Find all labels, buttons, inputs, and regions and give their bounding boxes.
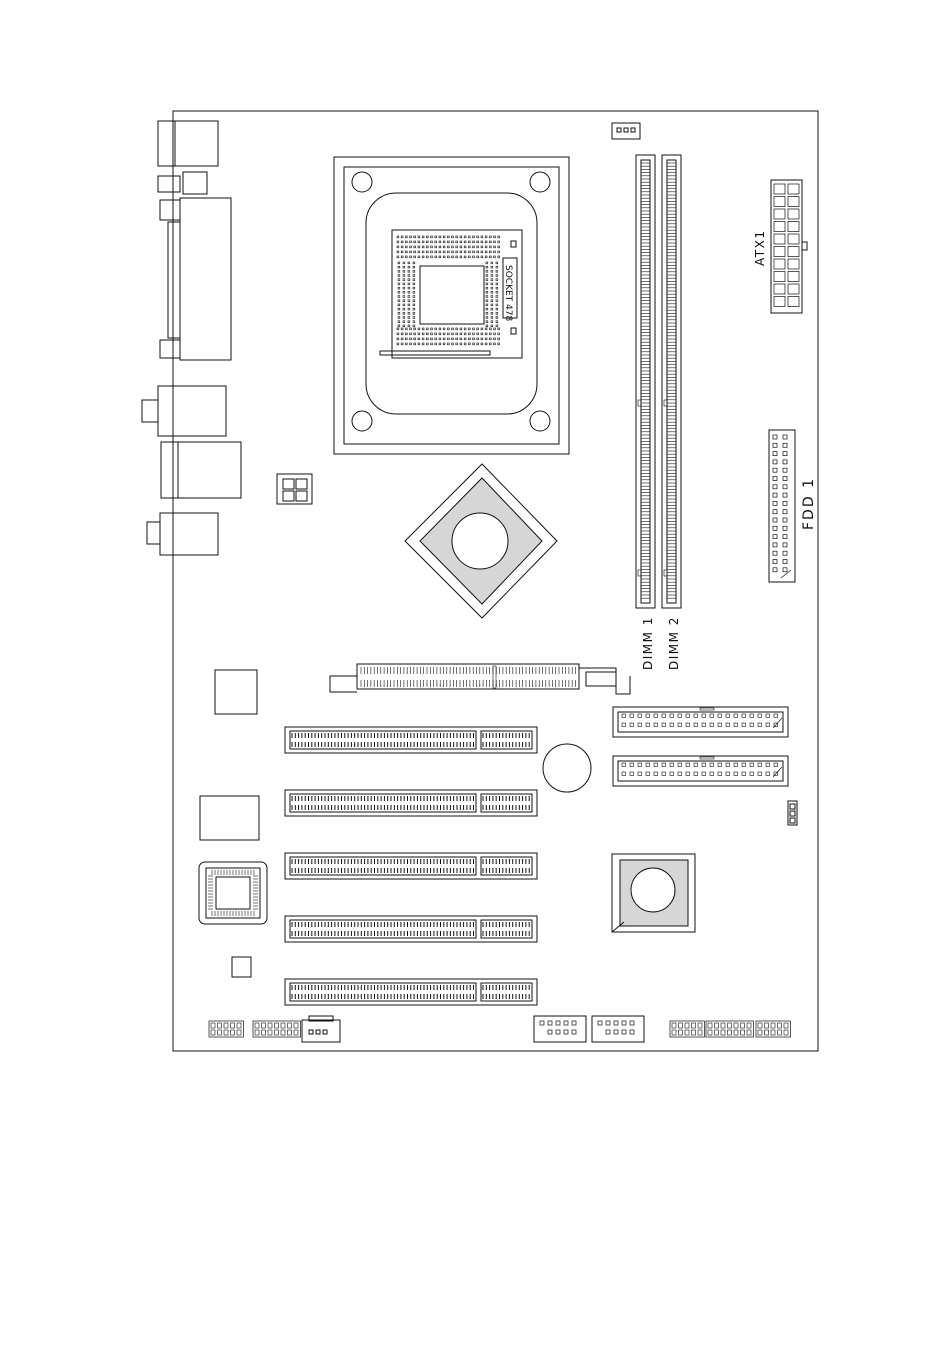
atx-power-connector: ATX1 — [753, 180, 807, 313]
cpu-fan-header — [612, 123, 640, 139]
usb-header-1 — [534, 1016, 586, 1042]
fdd-label: FDD 1 — [801, 477, 817, 530]
agp-slot — [330, 664, 630, 694]
parallel-port — [180, 198, 231, 360]
front-panel-headers — [209, 1021, 791, 1037]
socket-label: SOCKET 478 — [503, 265, 513, 321]
ide-connector-1 — [613, 707, 788, 737]
io-controller-chip — [200, 796, 259, 840]
dimm-slot-2: DIMM 2 — [662, 155, 681, 670]
usb-header-2 — [592, 1016, 644, 1042]
small-chip — [232, 957, 251, 977]
jumper — [788, 801, 797, 825]
cpu-socket: SOCKET 478 — [334, 157, 569, 454]
dimm1-label: DIMM 1 — [641, 616, 655, 670]
super-io-chip — [199, 862, 267, 924]
fdd-connector: FDD 1 — [769, 430, 817, 582]
ide-connector-2 — [613, 756, 788, 786]
audio-jacks — [160, 513, 218, 555]
ps2-ports — [158, 121, 218, 166]
atx-12v-connector — [277, 474, 312, 504]
lan-port — [158, 386, 226, 436]
bios-chip — [215, 670, 257, 714]
atx-label: ATX1 — [753, 230, 767, 266]
pci-slots — [285, 727, 537, 1005]
dimm2-label: DIMM 2 — [667, 616, 681, 670]
cmos-battery — [543, 744, 591, 792]
back-panel-io — [142, 121, 241, 555]
southbridge-chipset — [612, 854, 695, 932]
dimm-slot-1: DIMM 1 — [636, 155, 655, 670]
cd-in-connector — [302, 1016, 340, 1042]
northbridge-chipset — [405, 464, 557, 618]
